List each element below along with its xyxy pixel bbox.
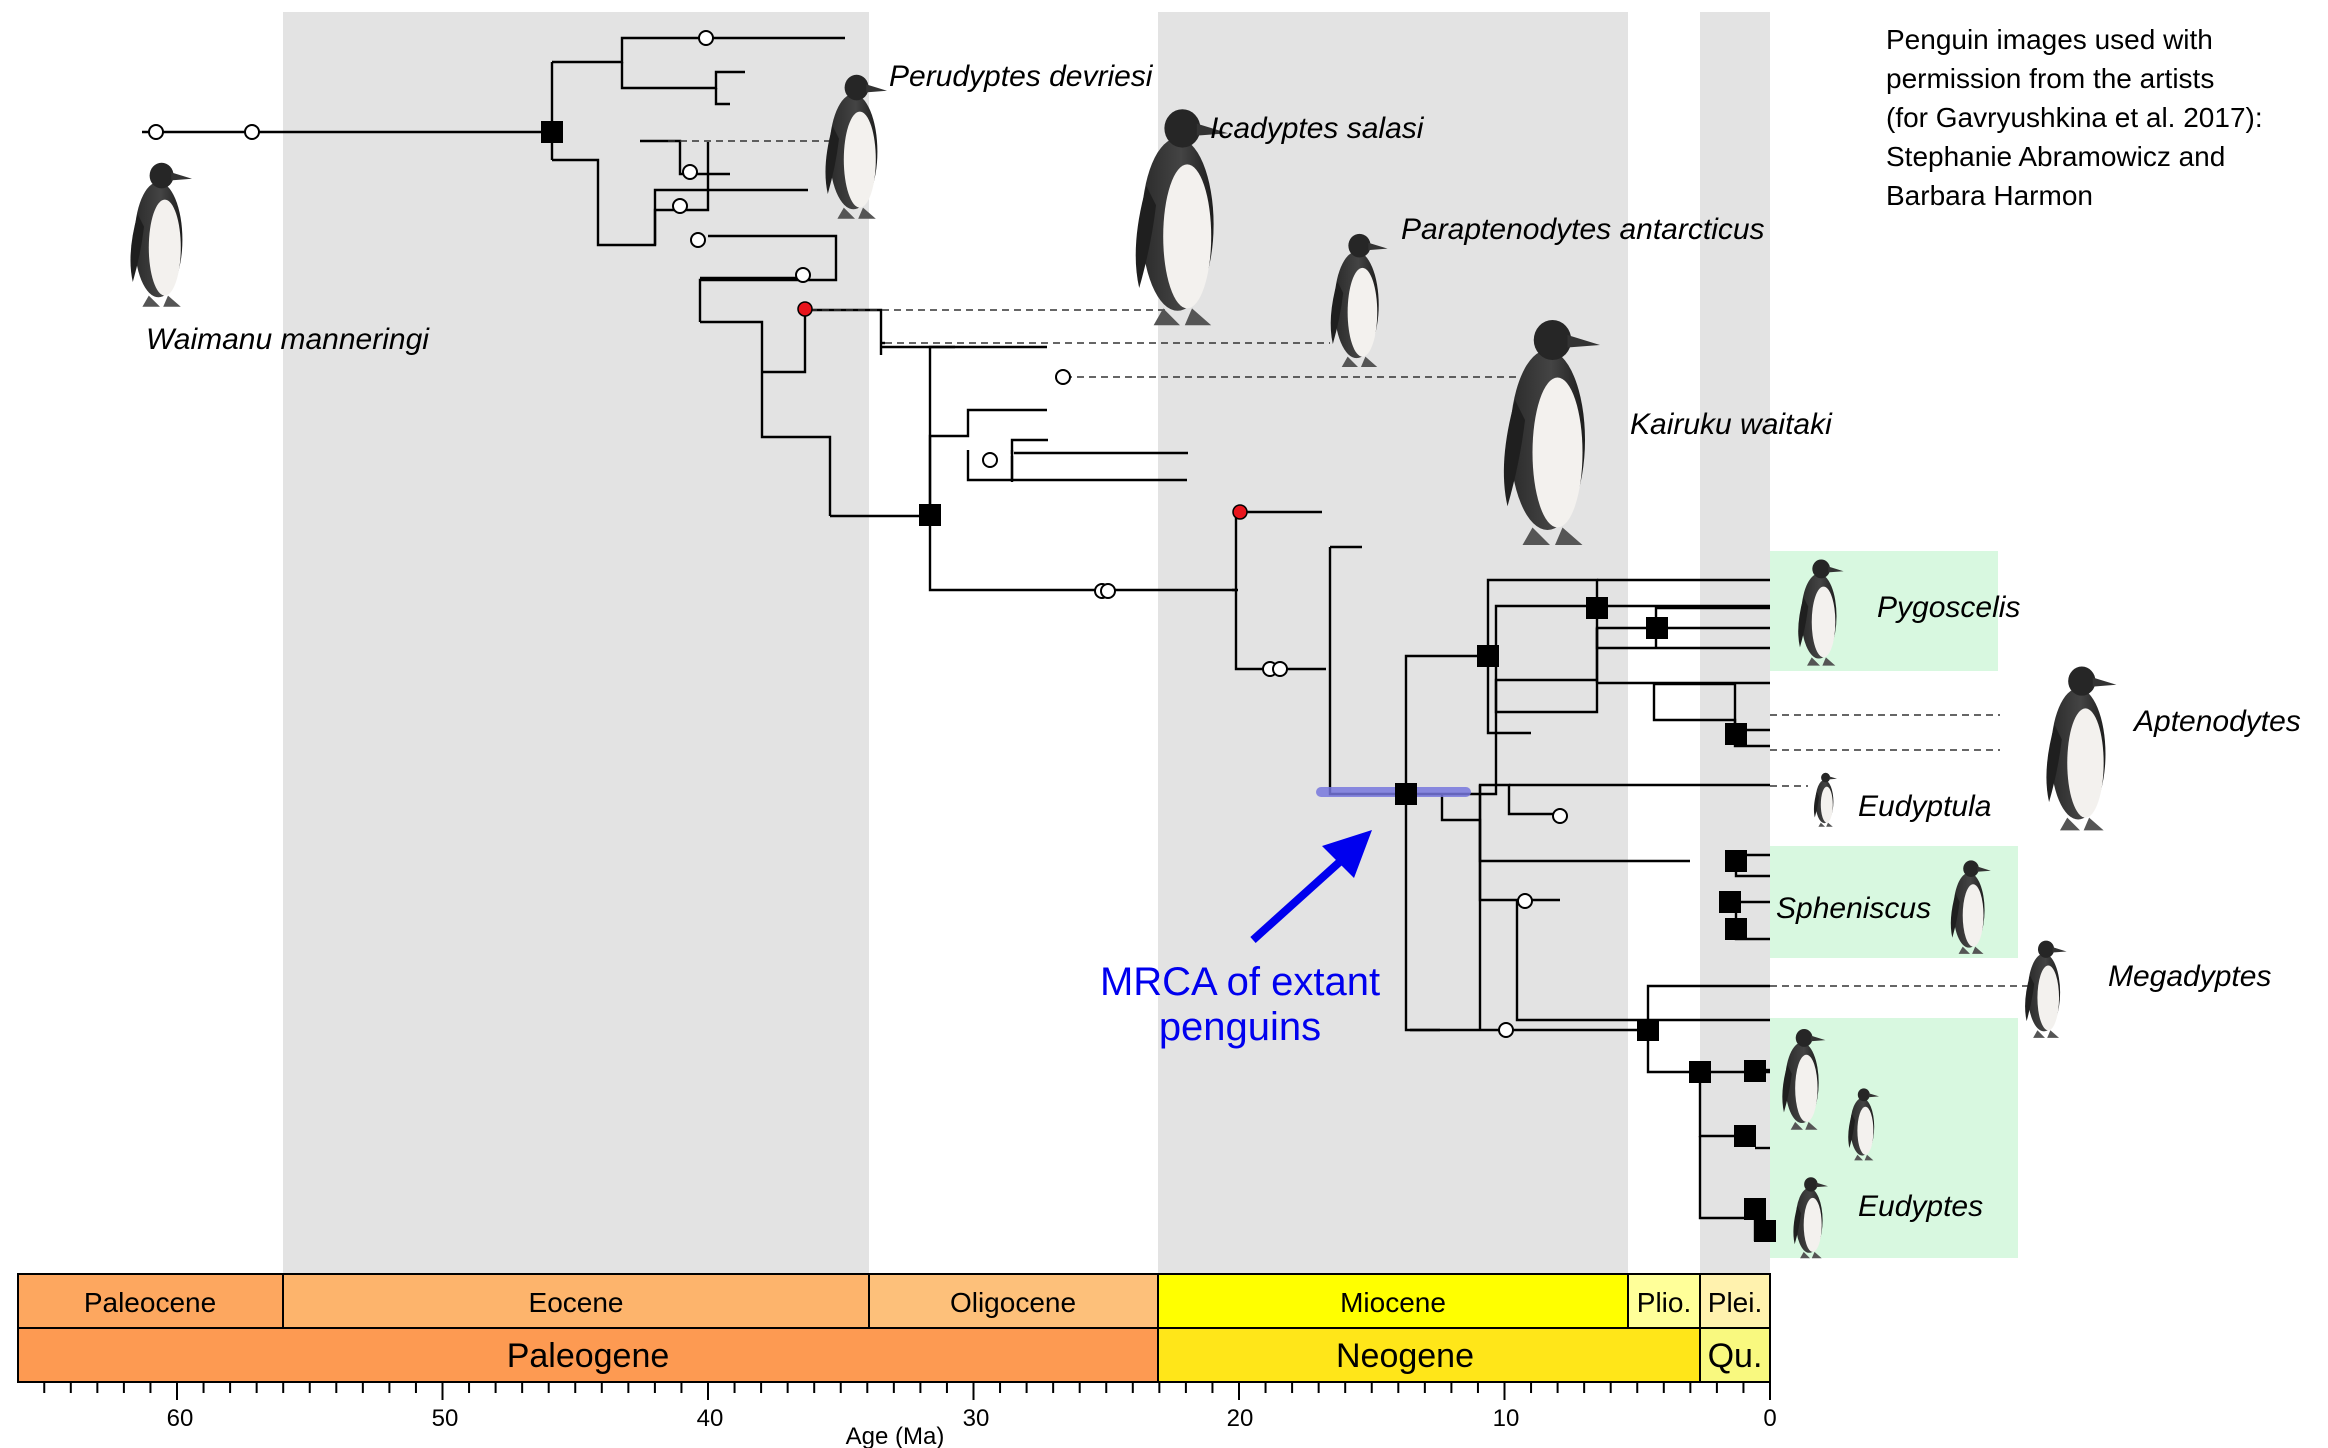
axis-tick-20: 20 <box>1227 1405 1254 1432</box>
taxon-label-pygoscelis: Pygoscelis <box>1877 591 2020 624</box>
taxon-label-paraptenodytes: Paraptenodytes antarcticus <box>1401 213 1765 246</box>
taxon-label-perudyptes: Perudyptes devriesi <box>889 60 1154 93</box>
eocene-shade <box>283 12 869 1274</box>
credit-line-5: Barbara Harmon <box>1886 180 2093 211</box>
geologic-timescale <box>17 1273 1771 1383</box>
epoch-label-paleocene: Paleocene <box>84 1287 216 1318</box>
credit-line-3: (for Gavryushkina et al. 2017): <box>1886 102 2263 133</box>
taxon-label-aptenodytes: Aptenodytes <box>2132 705 2301 738</box>
epoch-label-miocene: Miocene <box>1340 1287 1446 1318</box>
axis-tick-50: 50 <box>432 1405 459 1432</box>
epoch-oligocene <box>868 1273 1159 1329</box>
period-neogene <box>1157 1327 1701 1383</box>
axis-tick-0: 0 <box>1763 1405 1776 1432</box>
period-label-neogene: Neogene <box>1336 1337 1474 1375</box>
waimanu-penguin-icon <box>130 162 192 307</box>
mrca-age-range-bar <box>1316 787 1471 797</box>
axis-title: Age (Ma) <box>846 1423 945 1448</box>
epoch-pleistocene <box>1699 1273 1771 1329</box>
taxon-label-waimanu: Waimanu manneringi <box>146 323 430 356</box>
mrca-label-line2: penguins <box>1159 1005 1321 1049</box>
axis-tick-60: 60 <box>167 1405 194 1432</box>
axis-tick-10: 10 <box>1493 1405 1520 1432</box>
epoch-label-pleistocene: Plei. <box>1708 1287 1762 1318</box>
axis-tick-30: 30 <box>963 1405 990 1432</box>
taxon-label-eudyptula: Eudyptula <box>1858 790 1991 823</box>
period-label-paleogene: Paleogene <box>507 1337 670 1375</box>
period-quaternary <box>1699 1327 1771 1383</box>
taxon-label-megadyptes: Megadyptes <box>2108 960 2271 993</box>
image-credit: Penguin images used with permission from… <box>1886 20 2316 215</box>
epoch-label-eocene: Eocene <box>529 1287 624 1318</box>
epoch-label-pliocene: Plio. <box>1637 1287 1691 1318</box>
mrca-label-line1: MRCA of extant <box>1100 960 1380 1004</box>
time-shading <box>283 12 1770 1274</box>
taxon-label-spheniscus: Spheniscus <box>1776 892 1931 925</box>
epoch-miocene <box>1157 1273 1629 1329</box>
period-label-quaternary: Qu. <box>1708 1337 1763 1375</box>
axis-tick-40: 40 <box>697 1405 724 1432</box>
eudyptula-penguin-icon <box>1813 772 1837 827</box>
taxon-label-eudyptes: Eudyptes <box>1858 1190 1983 1223</box>
miocene-shade <box>1158 12 1628 1274</box>
epoch-label-oligocene: Oligocene <box>950 1287 1076 1318</box>
credit-line-1: Penguin images used with <box>1886 24 2213 55</box>
megadyptes-penguin-icon <box>2025 940 2067 1038</box>
credit-line-2: permission from the artists <box>1886 63 2215 94</box>
tree-nodes <box>148 30 1776 1242</box>
aptenodytes-penguin-icon <box>2046 666 2117 831</box>
pleistocene-shade <box>1700 12 1770 1274</box>
credit-line-4: Stephanie Abramowicz and <box>1886 141 2226 172</box>
mrca-arrow <box>1250 830 1372 943</box>
taxon-label-kairuku: Kairuku waitaki <box>1630 408 1833 441</box>
age-axis <box>28 1381 1771 1400</box>
taxon-label-icadyptes: Icadyptes salasi <box>1210 112 1425 145</box>
image-connectors <box>668 140 2030 987</box>
